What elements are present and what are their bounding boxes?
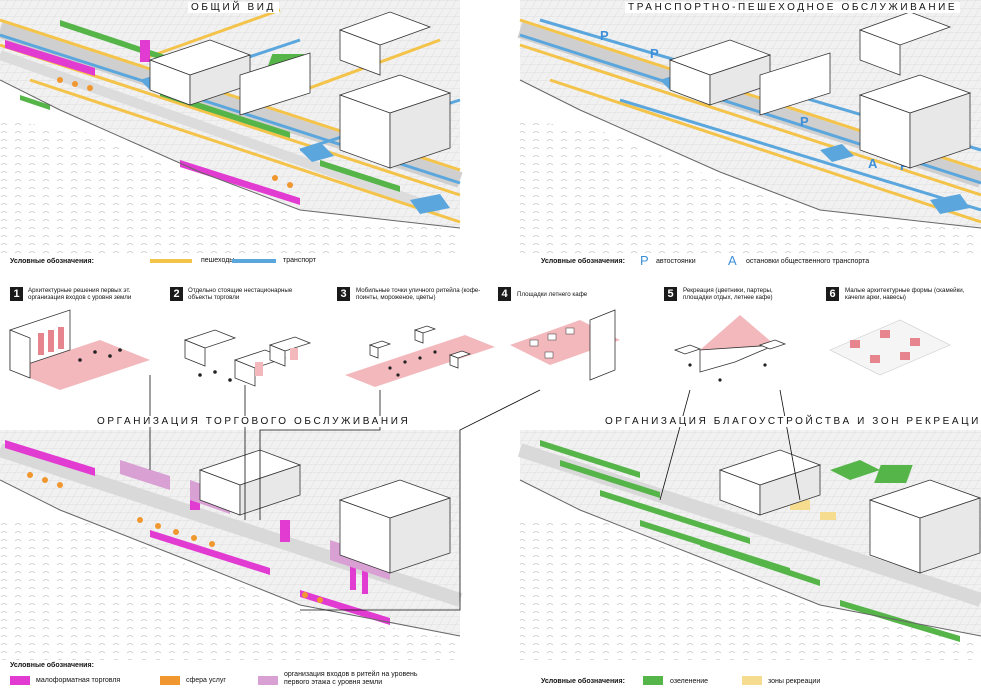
tr-title: ТРАНСПОРТНО-ПЕШЕХОДНОЕ ОБСЛУЖИВАНИЕ [625, 2, 961, 13]
item-3-illustration [345, 325, 495, 387]
bl-plan [0, 430, 463, 660]
item-1-number: 1 [10, 287, 23, 301]
retail-entrance-swatch [258, 676, 278, 685]
transport-line-icon [232, 259, 276, 263]
bl-legend-label: Условные обозначения: [10, 662, 94, 669]
tr-legend-parking: автостоянки [656, 258, 696, 265]
item-2-number: 2 [170, 287, 183, 301]
br-legend-greenery: озеленение [670, 678, 709, 685]
item-4-text: Площадки летнего кафе [517, 291, 588, 298]
item-6-illustration [829, 319, 951, 376]
item-6-number: 6 [826, 287, 839, 301]
tl-title: ОБЩИЙ ВИД [188, 2, 279, 13]
item-5-text: Рекреация (цветники, партеры, площадки о… [683, 287, 773, 302]
tl-plan [0, 0, 463, 255]
item-4-illustration [510, 309, 620, 381]
bus-stop-icon: A [728, 253, 737, 268]
pedestrian-line-icon [150, 259, 192, 263]
bl-legend-small-retail: малоформатная торговля [36, 677, 121, 684]
item-2-illustration [183, 329, 312, 387]
connector-lines [149, 375, 801, 611]
svg-text:P: P [600, 28, 609, 43]
bl-legend-retail-entrance: организация входов в ритейл на уровень п… [284, 671, 418, 686]
item-5-illustration [673, 315, 787, 382]
tl-legend-transport: транспорт [283, 257, 316, 264]
bl-legend-services: сфера услуг [186, 677, 226, 684]
tr-legend-label: Условные обозначения: [541, 258, 625, 265]
svg-text:A: A [868, 156, 878, 171]
item-4-number: 4 [498, 287, 511, 301]
recreation-swatch [742, 676, 762, 685]
br-plan [517, 430, 981, 660]
item-1-text: Архитектурные решения первых эт. организ… [28, 287, 132, 302]
small-retail-swatch [10, 676, 30, 685]
tr-plan: PPP PP AA [517, 0, 981, 255]
greenery-swatch [643, 676, 663, 685]
bl-title: ОРГАНИЗАЦИЯ ТОРГОВОГО ОБСЛУЖИВАНИЯ [94, 416, 414, 427]
svg-text:P: P [650, 46, 659, 61]
parking-icon: P [640, 253, 649, 268]
tl-legend-pedestrians: пешеходы [201, 257, 235, 264]
item-3-text: Мобильные точки уличного ритейла (кофе-п… [356, 287, 481, 302]
br-title: ОРГАНИЗАЦИЯ БЛАГОУСТРОЙСТВА И ЗОН РЕКРЕА… [602, 416, 981, 427]
tr-legend-stops: остановки общественного транспорта [746, 258, 870, 265]
br-legend-label: Условные обозначения: [541, 678, 625, 685]
item-2-text: Отдельно стоящие нестационарные объекты … [188, 287, 293, 302]
svg-text:P: P [800, 114, 809, 129]
services-swatch [160, 676, 180, 685]
item-1-illustration [9, 309, 150, 390]
item-5-number: 5 [664, 287, 677, 301]
br-legend-recreation: зоны рекреации [768, 678, 821, 685]
tl-legend-label: Условные обозначения: [10, 258, 94, 265]
item-6-text: Малые архитектурные формы (скамейки, кач… [845, 287, 965, 302]
item-3-number: 3 [337, 287, 350, 301]
